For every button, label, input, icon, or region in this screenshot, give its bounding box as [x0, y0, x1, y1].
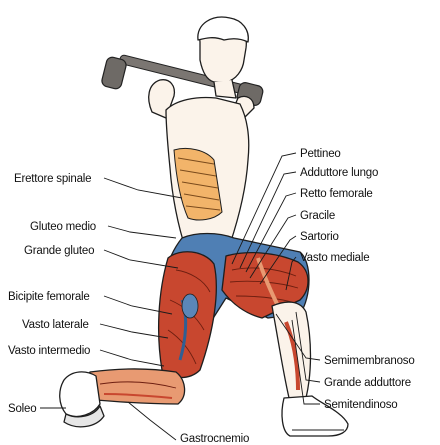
- label-retto-femorale: Retto femorale: [300, 188, 373, 200]
- label-gracile: Gracile: [300, 210, 335, 222]
- label-gastrocnemio: Gastrocnemio: [180, 433, 249, 445]
- label-semimembranoso: Semimembranoso: [324, 355, 415, 367]
- label-bicipite-femorale: Bicipite femorale: [8, 291, 90, 303]
- label-vasto-mediale: Vasto mediale: [300, 252, 369, 264]
- label-erettore-spinale: Erettore spinale: [14, 173, 91, 185]
- label-vasto-intermedio: Vasto intermedio: [8, 345, 90, 357]
- label-soleo: Soleo: [8, 403, 36, 415]
- label-adduttore-lungo: Adduttore lungo: [300, 167, 378, 179]
- rear-lower-leg: [87, 369, 185, 404]
- label-grande-adduttore: Grande adduttore: [324, 377, 411, 389]
- rear-thigh: [159, 252, 217, 378]
- label-vasto-laterale: Vasto laterale: [22, 319, 89, 331]
- label-grande-gluteo: Grande gluteo: [24, 245, 94, 257]
- label-semitendinoso: Semitendinoso: [324, 399, 397, 411]
- label-gluteo-medio: Gluteo medio: [30, 221, 96, 233]
- label-pettineo: Pettineo: [300, 148, 341, 160]
- label-sartorio: Sartorio: [300, 231, 339, 243]
